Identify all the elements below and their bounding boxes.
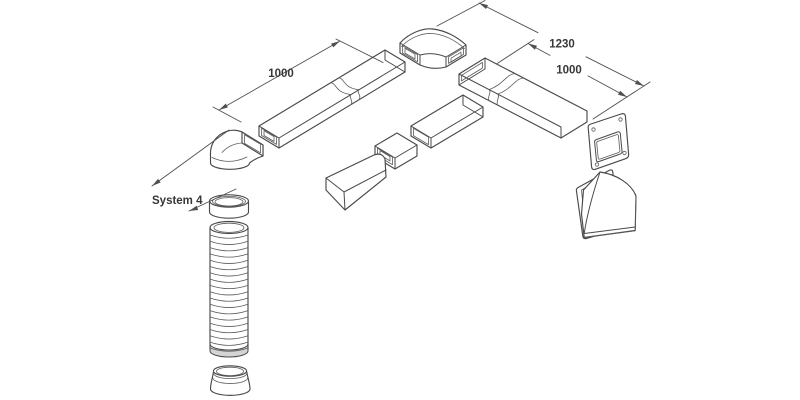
- vertical-elbow: [209, 129, 264, 170]
- system-label-group: System 4: [151, 129, 237, 212]
- dimension-label-left-1000: 1000: [268, 68, 294, 80]
- wall-plate: [587, 113, 630, 171]
- hose-end-connector: [209, 365, 251, 396]
- system-label: System 4: [152, 195, 203, 207]
- left-duct-run: [258, 49, 406, 149]
- dimension-label-1230: 1230: [549, 39, 575, 51]
- dimension-overall-run: 1230: [436, 0, 645, 87]
- dimension-right-duct: 1000: [496, 39, 651, 120]
- duct-offcut: [325, 153, 387, 211]
- flexible-hose: [209, 220, 249, 358]
- dimension-left-duct: 1000: [212, 38, 384, 123]
- cowl-vent: [575, 169, 637, 240]
- horizontal-elbow: [399, 28, 467, 69]
- dimension-label-right-1000: 1000: [556, 65, 582, 77]
- round-connector-ring: [208, 194, 250, 219]
- right-duct-run: [458, 57, 588, 139]
- duct-section-loose: [410, 94, 484, 149]
